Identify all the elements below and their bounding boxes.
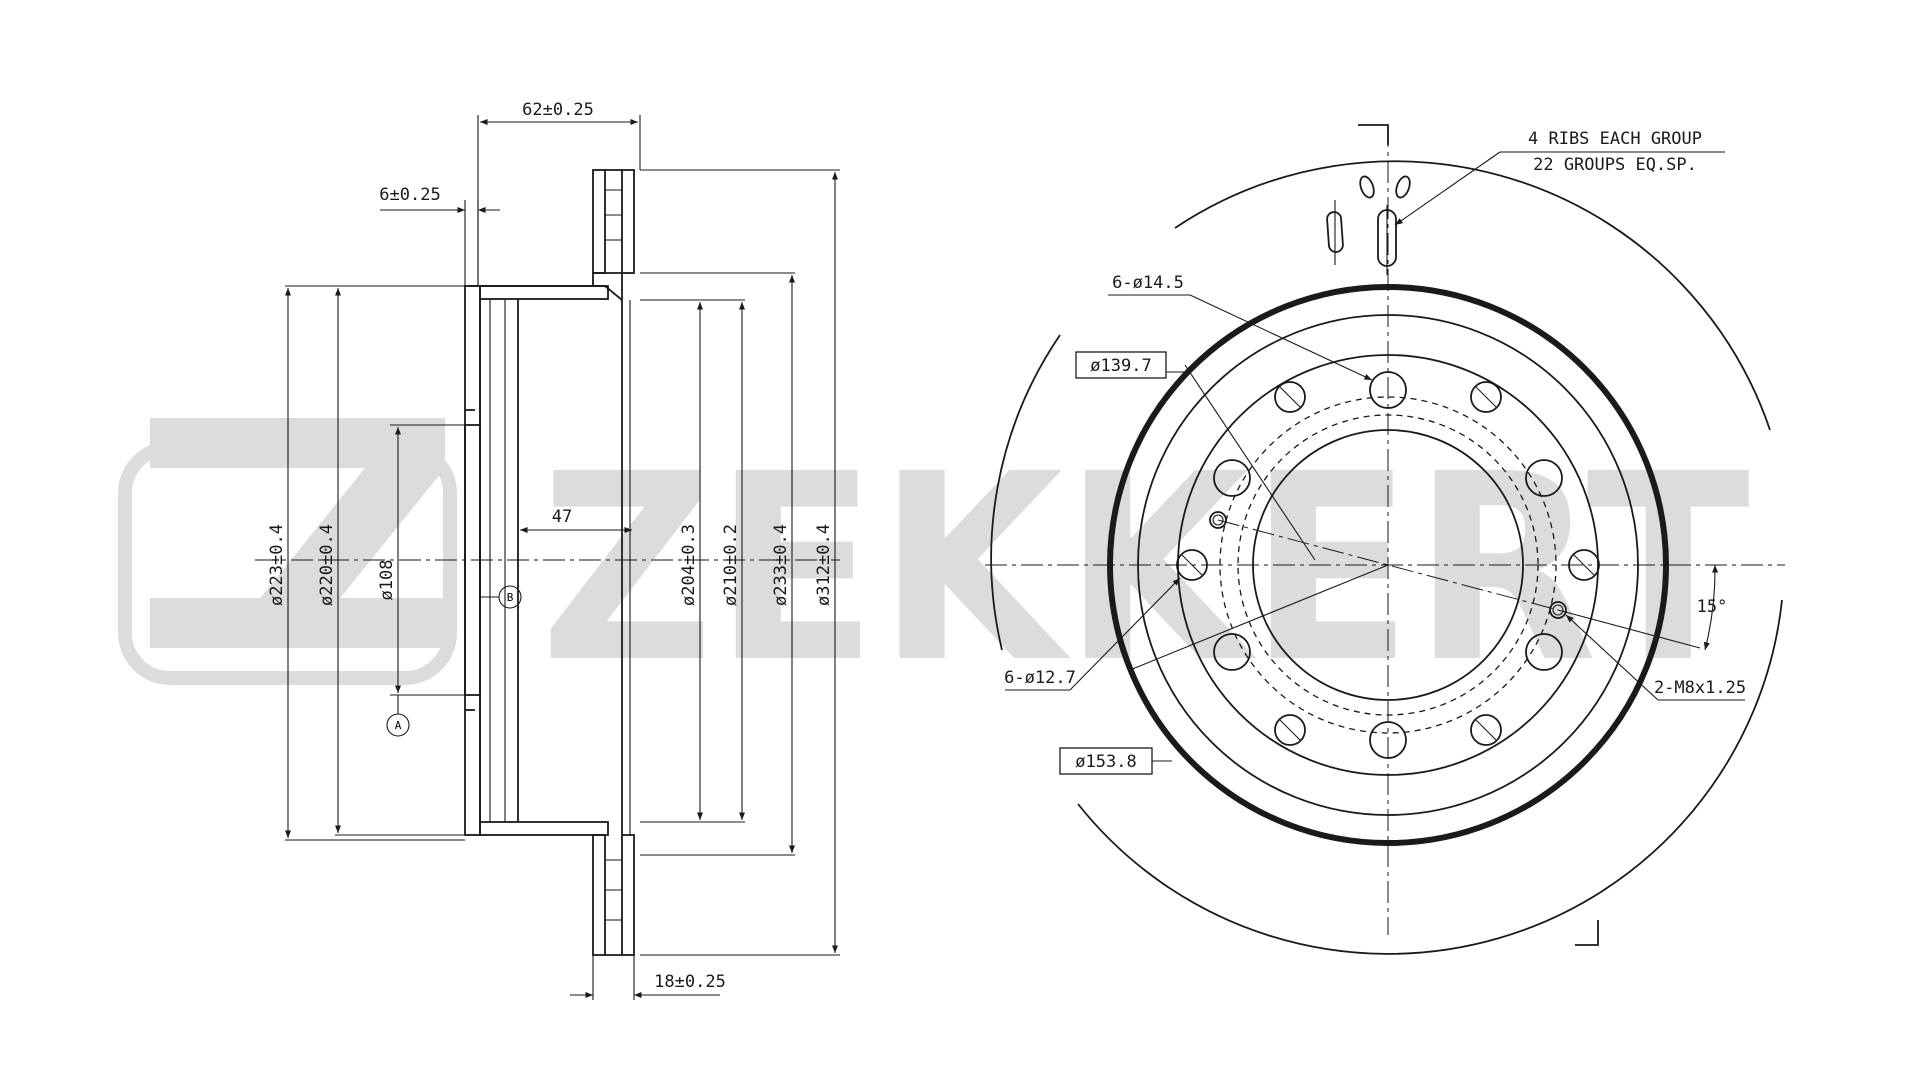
datum-a-label: A (395, 719, 402, 732)
threaded-hole (1209, 511, 1227, 529)
threaded-holes-m8 (1209, 511, 1567, 619)
friction-ring-bottom (592, 834, 635, 956)
front-leader-lines (1129, 364, 1389, 671)
angle-15-label: 15° (1697, 597, 1728, 617)
friction-ring-inner-edge (1107, 284, 1669, 846)
thread-label: 2-M8x1.25 (1654, 678, 1746, 698)
vent-ribs-group (1326, 175, 1411, 275)
watermark: ZEKKERT (118, 418, 1751, 719)
bolt-hole-small (1470, 714, 1502, 746)
bolt-hole (1213, 459, 1251, 497)
holes-14-5-callout: 6-ø14.5 (1108, 273, 1373, 381)
bolt-hole-small (1470, 381, 1502, 413)
dim-thick-18: 18±0.25 (654, 972, 726, 992)
ribs-callout: 4 RIBS EACH GROUP 22 GROUPS EQ.SP. (1394, 129, 1725, 226)
bolt-hole-small (1274, 381, 1306, 413)
hat-outer-circle (1137, 314, 1639, 816)
bolt-hole (1369, 721, 1407, 759)
dim-depth-47: 47 (552, 507, 572, 527)
side-dimension-lines (284, 118, 839, 999)
bolt-hole (1525, 459, 1563, 497)
holes-12-7-callout: 6-ø12.7 (1004, 577, 1181, 691)
pcd-153-8-label: ø153.8 (1075, 752, 1136, 772)
pcd-153-8-callout: ø153.8 (1059, 747, 1172, 775)
bolt-pcd-circle-139-7 (1237, 414, 1539, 716)
bolt-hole (1369, 371, 1407, 409)
bolt-pcd-circle-153-8 (1219, 396, 1557, 734)
dim-d220: ø220±0.4 (317, 524, 337, 606)
datum-b-label: B (507, 591, 514, 604)
holes-14-5-label: 6-ø14.5 (1112, 273, 1184, 293)
center-bore (1252, 429, 1524, 701)
bolt-hole-small (1568, 549, 1600, 581)
thread-callout: 2-M8x1.25 (1565, 614, 1746, 701)
hat-inner-circle (1177, 354, 1599, 776)
bolt-holes-14-5 (1213, 371, 1563, 759)
dim-d312: ø312±0.4 (814, 524, 834, 606)
dim-hat-6: 6±0.25 (379, 185, 440, 205)
side-extension-lines (285, 115, 840, 1000)
bolt-hole-small (1176, 549, 1208, 581)
dim-d223: ø223±0.4 (267, 524, 287, 606)
dim-d108: ø108 (377, 560, 397, 601)
threaded-hole (1549, 601, 1567, 619)
side-section-view: B A (255, 100, 840, 1000)
ribs-callout-line2: 22 GROUPS EQ.SP. (1533, 155, 1697, 175)
section-mark-top (1358, 124, 1389, 145)
friction-ring-top (592, 169, 635, 274)
datum-a: A (386, 695, 410, 737)
pcd-139-7-callout: ø139.7 (1075, 351, 1188, 379)
dim-d233: ø233±0.4 (771, 524, 791, 606)
front-view: 4 RIBS EACH GROUP 22 GROUPS EQ.SP. 6-ø14… (985, 124, 1785, 955)
bolt-hole-small (1274, 714, 1306, 746)
datum-b: B (480, 585, 522, 609)
watermark-logo-mark (118, 418, 457, 685)
dim-d204: ø204±0.3 (679, 524, 699, 606)
hat-section (464, 272, 631, 836)
angle-15-indicator (1557, 564, 1719, 651)
dim-width-62: 62±0.25 (522, 100, 594, 120)
pcd-139-7-label: ø139.7 (1090, 356, 1151, 376)
dim-d210: ø210±0.2 (721, 524, 741, 606)
bolt-hole (1213, 633, 1251, 671)
holes-12-7-label: 6-ø12.7 (1004, 668, 1076, 688)
section-mark-bottom (1575, 920, 1599, 946)
bolt-holes-12-7 (1176, 381, 1600, 746)
outer-disc-edge (990, 160, 1783, 955)
bolt-hole (1525, 633, 1563, 671)
ribs-callout-line1: 4 RIBS EACH GROUP (1528, 129, 1702, 149)
